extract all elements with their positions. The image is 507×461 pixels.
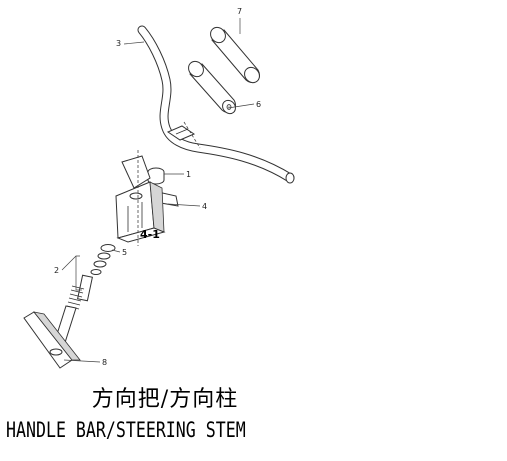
handle-bar-clamp [166,125,196,141]
callout-3: 3 [116,39,121,48]
steering-stem-shaft [23,305,81,369]
stem-spring [66,274,93,310]
callout-labels: 3 7 6 1 4 4-1 5 2 8 [54,7,261,367]
callout-4: 4 [202,202,207,211]
bushing [147,167,165,185]
handle-bar [137,25,295,184]
callout-5: 5 [122,248,127,257]
stem-bracket [115,150,179,246]
title-english: HANDLE BAR/STEERING STEM [6,418,246,442]
stem-nut-set [90,244,116,275]
callout-1: 1 [186,170,191,179]
callout-8: 8 [102,358,107,367]
grip-upper [210,26,260,84]
title-chinese: 方向把/方向柱 [91,387,239,412]
leader-lines [61,18,255,363]
callout-4-1: 4-1 [140,228,160,241]
grip-lower [188,60,236,115]
callout-6: 6 [256,100,261,109]
callout-2: 2 [54,266,59,275]
callout-7: 7 [237,7,242,16]
